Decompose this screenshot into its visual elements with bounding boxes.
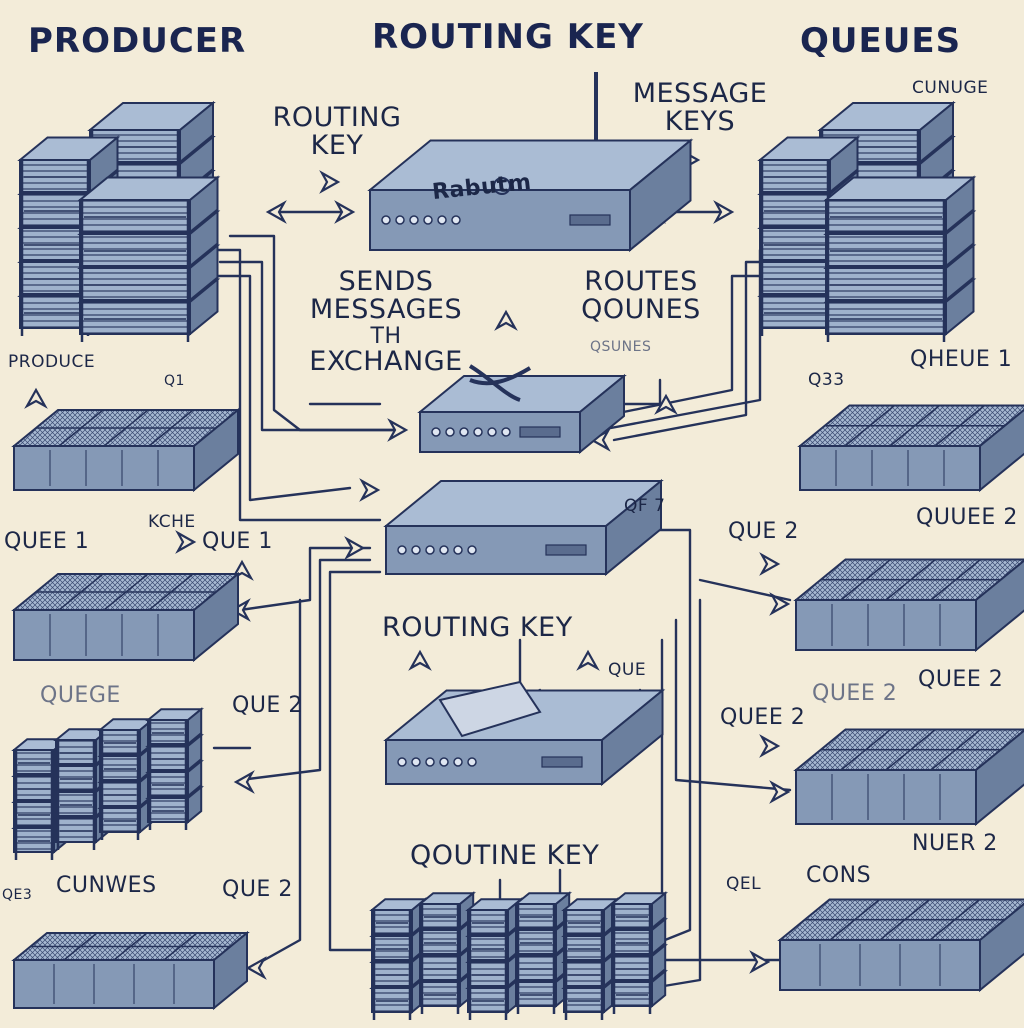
q33-label: Q33 — [808, 370, 845, 390]
qsunes-faint-label: QSUNES — [590, 339, 652, 355]
sends-line-4: EXCHANGE — [309, 345, 463, 377]
wire-producer-main-3 — [204, 274, 352, 502]
que-2-right-label: QUE 2 — [728, 519, 799, 544]
routing-key-title: ROUTING KEY — [372, 17, 644, 57]
sends-line-1: SENDS — [338, 266, 434, 297]
message-keys-line-1: MESSAGE — [632, 78, 768, 109]
bottom-rack-3 — [465, 897, 525, 1020]
que-2-left-a-label: QUE 2 — [232, 693, 303, 718]
exchange-e — [383, 478, 664, 577]
quee-1-label: QUEE 1 — [4, 529, 90, 554]
producer-rack-right — [77, 175, 221, 342]
cunwes-server-slab — [11, 930, 250, 1011]
rabbitmq-broker — [367, 72, 694, 253]
arrow-exchange-right — [589, 428, 611, 452]
routes-queues-label: ROUTES QOUNES — [566, 266, 716, 326]
produce-server-slab — [11, 407, 241, 493]
quege-rack-3 — [97, 717, 157, 840]
message-keys-label: MESSAGE KEYS — [620, 78, 780, 138]
wire-left-lower-4 — [248, 598, 302, 970]
arrow-left-q3 — [245, 956, 267, 980]
bottom-rack-2 — [417, 891, 477, 1014]
message-keys-line-2: KEYS — [664, 106, 736, 138]
quuee-2-label: QUUEE 2 — [916, 505, 1018, 530]
wire-producer-main-4 — [228, 234, 397, 432]
cunwes-label: CUNWES — [56, 873, 157, 898]
bottom-rack-4 — [513, 891, 573, 1014]
wire-right-lower-4 — [660, 638, 782, 962]
connection-lines — [198, 210, 814, 992]
wire-left-lower-1 — [238, 546, 372, 612]
que-small-label: QUE — [608, 660, 647, 680]
routing-key-line-1: ROUTING — [272, 102, 402, 133]
que-1-label: QUE 1 — [202, 529, 273, 554]
arrow-routing-key — [319, 170, 341, 194]
kche-label: KCHE — [148, 512, 196, 532]
arrow-exchange-e-left-2 — [344, 536, 366, 560]
quee-2-server-slab — [793, 728, 1024, 827]
arrow-exchange-left — [387, 418, 409, 442]
wire-producer-main-1 — [208, 248, 382, 522]
arrow-kche — [175, 530, 197, 554]
exchange-x — [417, 364, 627, 455]
wire-right-lower-3 — [674, 618, 792, 792]
quee-2-label: QUEE 2 — [918, 667, 1004, 692]
qf7-label: QF 7 — [624, 496, 666, 516]
produce-label: PRODUCE — [8, 352, 96, 372]
routing-key-router — [383, 680, 666, 787]
arrow-router-left-up — [408, 649, 432, 671]
quege-label: QUEGE — [40, 683, 121, 708]
arrow-quee2-right — [759, 734, 781, 758]
quee-2-right-b-label: QUEE 2 — [720, 705, 806, 730]
qoutine-key-label: QOUTINE KEY — [410, 840, 600, 871]
sends-line-3: TH — [370, 323, 402, 349]
sends-line-2: MESSAGES — [309, 294, 463, 326]
qheue-1-label: QHEUE 1 — [910, 347, 1013, 372]
queues-rack-right — [823, 175, 977, 342]
cons-server-slab — [777, 898, 1024, 993]
sends-messages-label: SENDS MESSAGES TH EXCHANGE — [296, 266, 476, 377]
producer-title: PRODUCER — [28, 21, 247, 61]
routing-key-mid-label: ROUTING KEY — [382, 612, 573, 643]
cons-label: CONS — [806, 863, 872, 888]
wire-left-lower-3 — [328, 570, 392, 952]
arrow-mid-diamond — [494, 309, 518, 331]
arrow-right-q2 — [769, 780, 791, 804]
arrow-router-right-up — [576, 649, 600, 671]
arrow-left-q2 — [233, 770, 255, 794]
qel-label: QEL — [726, 874, 762, 894]
nuer-2-label: NUER 2 — [912, 831, 998, 856]
arrow-top-left-1 — [265, 200, 287, 224]
arrow-top-right-2 — [713, 200, 735, 224]
quuee-2-server-slab — [793, 558, 1024, 653]
arrow-q7-down — [654, 393, 678, 415]
routes-line-2: QOUNES — [581, 294, 701, 326]
routing-key-line-2: KEY — [310, 130, 364, 162]
arrow-right-q3 — [749, 950, 771, 974]
bottom-rack-6 — [609, 891, 669, 1014]
arrow-top-left-2 — [334, 200, 356, 224]
quee-1-server-slab — [11, 571, 241, 663]
arrow-exchange-e-left — [359, 478, 381, 502]
que-2-left-b-label: QUE 2 — [222, 877, 293, 902]
wire-left-lower-2 — [238, 558, 372, 782]
routes-line-1: ROUTES — [584, 266, 698, 297]
queue-1-server-slab-right — [797, 404, 1024, 493]
routing-key-label-top: ROUTING KEY — [262, 102, 412, 162]
q1-small-label: Q1 — [164, 373, 185, 389]
quee-2-faint-label: QUEE 2 — [812, 681, 898, 706]
cunuge-label: CUNUGE — [912, 78, 989, 98]
queues-title: QUEUES — [800, 21, 962, 61]
arrow-que2-right — [759, 552, 781, 576]
arrow-right-q1 — [769, 592, 791, 616]
quege-rack-4 — [145, 707, 205, 830]
bottom-rack-1 — [369, 897, 429, 1020]
qe3-label: QE3 — [2, 887, 33, 903]
bottom-rack-5 — [561, 897, 621, 1020]
server-devices — [11, 72, 1024, 1020]
arrow-produce-up — [24, 387, 48, 409]
